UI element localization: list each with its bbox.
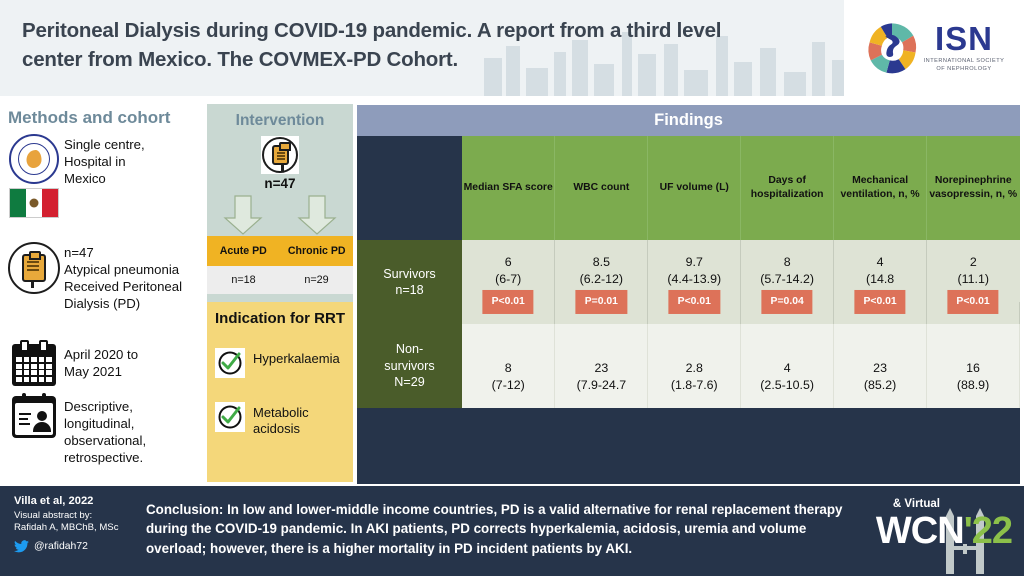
- status-badge: P<0.01: [947, 289, 999, 315]
- rrt-item-label: Hyperkalaemia: [253, 351, 340, 366]
- branch-label-chronic: Chronic PD: [287, 245, 346, 257]
- isn-globe-icon: [868, 23, 916, 74]
- column-header-sfa: Median SFA score: [462, 136, 556, 240]
- arrow-down-icon: [297, 195, 337, 235]
- rrt-panel: Indication for RRT Hyperkalaemia: [207, 302, 353, 482]
- intervention-panel: Intervention n=47 Acute PD Chronic PD n=…: [207, 104, 353, 482]
- wcn-logo: & Virtual WCN'22: [846, 492, 1016, 574]
- findings-title-bar: Findings: [357, 105, 1020, 136]
- isn-wordmark: ISN: [934, 20, 993, 58]
- branch-label-acute: Acute PD: [207, 236, 281, 266]
- branch-headers: Acute PD Chronic PD: [207, 236, 353, 266]
- table-row-nonsurvivors: 8(7-12) 23(7.9-24.7 2.8(1.8-7.6) 4(2.5-1…: [357, 346, 1020, 408]
- rrt-item-hyperkalaemia: Hyperkalaemia: [215, 348, 340, 378]
- twitter-icon: [14, 540, 29, 553]
- intervention-heading: Intervention: [235, 112, 325, 129]
- status-badge: P=0.01: [575, 289, 627, 315]
- skyline-watermark: [484, 32, 872, 96]
- intervention-total: n=47: [264, 176, 296, 191]
- dialysis-bag-icon: [8, 242, 60, 294]
- citation: Villa et al, 2022: [14, 495, 94, 507]
- cell-nonsurvivors-uf: 2.8(1.8-7.6): [647, 346, 742, 408]
- pvalue-cell-hospitalization: P=0.04: [740, 289, 835, 324]
- findings-table: Median SFA score WBC count UF volume (L)…: [357, 136, 1020, 408]
- cell-nonsurvivors-sfa: 8(7-12): [462, 346, 556, 408]
- page-title: Peritoneal Dialysis during COVID-19 pand…: [22, 19, 722, 72]
- table-header-row: Median SFA score WBC count UF volume (L)…: [357, 136, 1020, 240]
- cell-nonsurvivors-ventilation: 23(85.2): [833, 346, 928, 408]
- conclusion-text: Conclusion: In low and lower-middle inco…: [146, 502, 843, 556]
- petronas-towers-icon: [946, 508, 984, 574]
- table-row-pvalues-top: P<0.01 P=0.01 P<0.01 P=0.04 P<0.01 P<0.0…: [357, 289, 1020, 324]
- branch-value-acute: n=18: [231, 274, 256, 286]
- hospital-seal-icon: [9, 134, 59, 184]
- check-circle-icon: [215, 348, 245, 378]
- cell-nonsurvivors-hospitalization: 4(2.5-10.5): [740, 346, 835, 408]
- pvalue-cell-sfa: P<0.01: [462, 289, 556, 324]
- column-header-vasopressin: Norepinephrine vasopressin, n, %: [926, 136, 1020, 240]
- pvalue-cell-wbc: P=0.01: [554, 289, 649, 324]
- header: Peritoneal Dialysis during COVID-19 pand…: [0, 0, 1024, 96]
- calendar-icon: [12, 340, 56, 386]
- event-virtual-label: & Virtual: [892, 498, 940, 510]
- event-name: WCN'22: [875, 510, 1013, 552]
- methods-heading: Methods and cohort: [8, 108, 171, 127]
- pvalue-cell-vasopressin: P<0.01: [926, 289, 1020, 324]
- calendar-person-icon: [12, 393, 56, 438]
- methods-panel: Methods and cohort Single centre,Hospita…: [0, 96, 207, 486]
- pvalue-cell-uf: P<0.01: [647, 289, 742, 324]
- byline: Visual abstract by:Rafidah A, MBChB, MSc: [14, 510, 119, 534]
- twitter-handle[interactable]: @rafidah72: [14, 540, 134, 553]
- methods-item-label: Descriptive,longitudinal,observational,r…: [64, 399, 147, 466]
- rrt-heading: Indication for RRT: [215, 310, 345, 327]
- status-badge: P=0.04: [761, 289, 813, 315]
- check-circle-icon: [215, 402, 245, 432]
- header-corner-blank: [357, 136, 462, 240]
- column-header-ventilation: Mechanical ventilation, n, %: [833, 136, 928, 240]
- branch-values: n=18 n=29: [207, 266, 353, 294]
- footer-credits: Villa et al, 2022 Visual abstract by:Raf…: [14, 494, 134, 553]
- branch-arrows: [207, 194, 353, 236]
- cell-nonsurvivors-vasopressin: 16(88.9): [926, 346, 1020, 408]
- status-badge: P<0.01: [668, 289, 720, 315]
- pvalue-cell-ventilation: P<0.01: [833, 289, 928, 324]
- arrow-down-icon: [223, 195, 263, 235]
- column-header-wbc: WBC count: [554, 136, 649, 240]
- branch-value-chronic: n=29: [304, 274, 329, 286]
- status-badge: P<0.01: [482, 289, 534, 315]
- findings-heading: Findings: [654, 111, 723, 129]
- status-badge: P<0.01: [854, 289, 906, 315]
- mexico-flag-icon: [9, 188, 59, 218]
- methods-item-design: Descriptive,longitudinal,observational,r…: [4, 393, 147, 467]
- handle-text: @rafidah72: [34, 540, 88, 552]
- column-header-hospitalization: Days of hospitalization: [740, 136, 835, 240]
- cell-nonsurvivors-wbc: 23(7.9-24.7: [554, 346, 649, 408]
- footer: Villa et al, 2022 Visual abstract by:Raf…: [0, 486, 1024, 576]
- dialysis-bag-icon: [261, 136, 299, 174]
- column-header-uf: UF volume (L): [647, 136, 742, 240]
